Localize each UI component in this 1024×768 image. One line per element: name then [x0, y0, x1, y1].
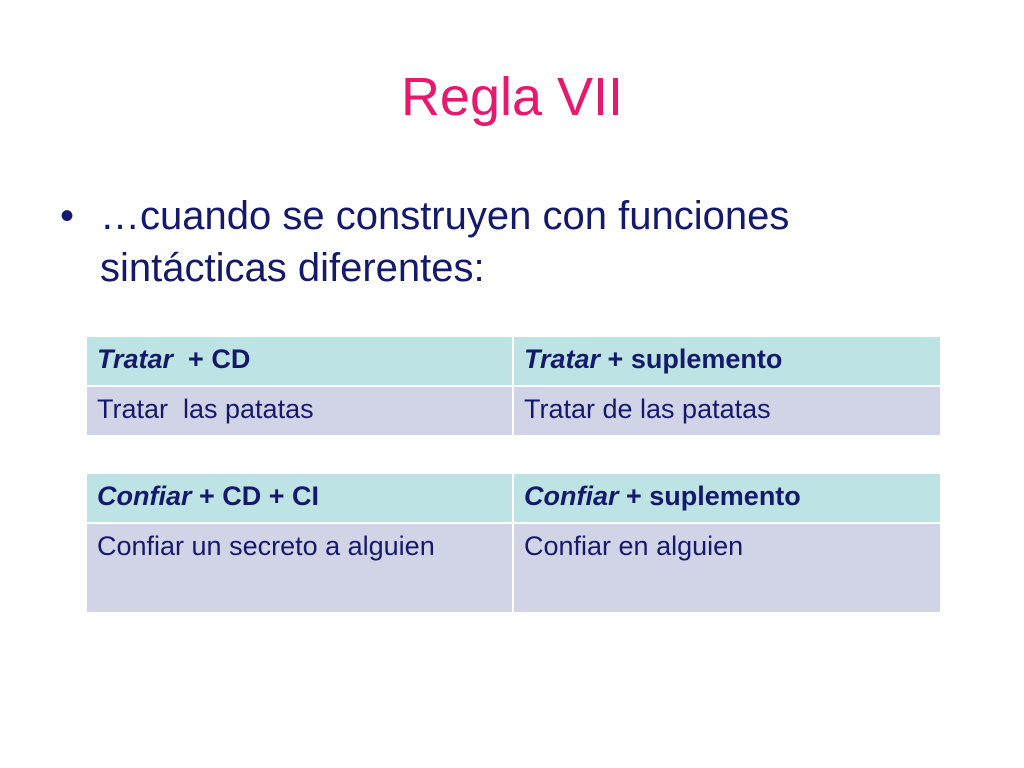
header-cell-cd-ci: Confiar + CD + CI	[85, 472, 514, 524]
complement-label: + suplemento	[600, 344, 783, 374]
example-cell: Confiar un secreto a alguien	[85, 522, 514, 614]
table-header-row: Confiar + CD + CI Confiar + suplemento	[85, 472, 942, 524]
complement-label: + CD + CI	[191, 481, 320, 511]
bullet-marker: •	[60, 194, 75, 238]
example-cell: Tratar las patatas	[85, 385, 514, 437]
header-cell-suplemento: Tratar + suplemento	[512, 335, 942, 387]
table-confiar: Confiar + CD + CI Confiar + suplemento C…	[85, 472, 942, 614]
header-cell-cd: Tratar + CD	[85, 335, 514, 387]
verb-label: Confiar	[524, 481, 619, 511]
table-row: Confiar un secreto a alguien Confiar en …	[85, 522, 942, 614]
table-row: Tratar las patatas Tratar de las patatas	[85, 385, 942, 437]
table-header-row: Tratar + CD Tratar + suplemento	[85, 335, 942, 387]
verb-label: Tratar	[97, 344, 174, 374]
example-cell: Tratar de las patatas	[512, 385, 942, 437]
complement-label: + suplemento	[618, 481, 801, 511]
verb-label: Confiar	[97, 481, 192, 511]
verb-label: Tratar	[524, 344, 601, 374]
bullet-text: …cuando se construyen con funciones sint…	[100, 194, 790, 290]
example-cell: Confiar en alguien	[512, 522, 942, 614]
slide-title: Regla VII	[400, 67, 624, 127]
complement-label: + CD	[173, 344, 251, 374]
header-cell-suplemento: Confiar + suplemento	[512, 472, 942, 524]
table-tratar: Tratar + CD Tratar + suplemento Tratar l…	[85, 335, 942, 437]
